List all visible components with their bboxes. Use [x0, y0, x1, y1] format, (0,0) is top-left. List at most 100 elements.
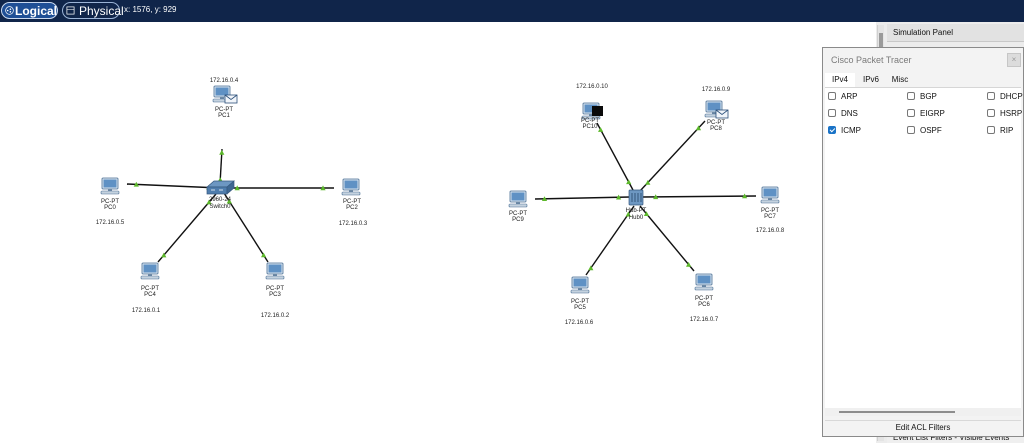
pc10-type-label: PC-PT: [581, 118, 599, 124]
pc8-ip-label: 172.16.0.9: [702, 87, 731, 93]
link-up-indicator: [226, 198, 232, 204]
switch-device[interactable]: 2960-24 Switch0: [206, 180, 235, 210]
hub-device[interactable]: Hub-PT Hub0: [626, 189, 647, 221]
link-up-indicator: [598, 127, 604, 132]
network-links: [126, 120, 757, 276]
link-up-indicator: [261, 252, 267, 258]
pc6-device[interactable]: PC-PT PC6 172.16.0.7: [690, 273, 719, 323]
dhcp-checkbox[interactable]: [987, 92, 995, 100]
scrollbar-thumb[interactable]: [879, 33, 883, 47]
protocol-filter-dialog: Cisco Packet Tracer × IPv4 IPv6 Misc ARP…: [822, 47, 1024, 437]
link-hub-pc9: [534, 196, 631, 200]
envelope-icon: [224, 94, 238, 104]
logical-view-button[interactable]: Logical: [1, 2, 58, 19]
logical-icon: [5, 6, 14, 15]
pc5-device[interactable]: PC-PT PC5 172.16.0.6: [565, 276, 594, 326]
tab-misc[interactable]: Misc: [891, 75, 909, 84]
horizontal-scrollbar-thumb[interactable]: [839, 411, 955, 413]
protocol-list: ARP BGP DHCP DNS EIGRP HSRP ICMP OSPF RI…: [825, 87, 1023, 408]
pc4-device[interactable]: PC-PT PC4 172.16.0.1: [132, 262, 161, 314]
link-up-indicator: [626, 179, 632, 185]
pc0-device[interactable]: PC-PT PC0 172.16.0.5: [96, 177, 125, 226]
switch-icon: [206, 180, 235, 195]
pc1-name-label: PC1: [218, 113, 230, 119]
pc7-name-label: PC7: [764, 214, 776, 220]
physical-view-button[interactable]: Physical: [62, 2, 124, 19]
pc7-device[interactable]: PC-PT PC7 172.16.0.8: [756, 186, 785, 234]
hsrp-checkbox[interactable]: [987, 109, 995, 117]
bgp-label: BGP: [920, 92, 937, 101]
link-hub-pc5: [585, 205, 635, 276]
pc4-name-label: PC4: [144, 292, 156, 298]
pc3-name-label: PC3: [269, 292, 281, 298]
logical-label: Logical: [15, 4, 58, 18]
eigrp-checkbox[interactable]: [907, 109, 915, 117]
pc5-type-label: PC-PT: [571, 299, 589, 305]
pc8-device[interactable]: 172.16.0.9 PC-PT PC8: [702, 87, 731, 132]
link-hub-pc6: [639, 205, 695, 272]
pc7-ip-label: 172.16.0.8: [756, 228, 785, 234]
physical-label: Physical: [79, 4, 124, 18]
pc10-name-label: PC10: [582, 124, 598, 130]
hsrp-label: HSRP: [1000, 109, 1023, 118]
dns-checkbox[interactable]: [828, 109, 836, 117]
edit-acl-filters-button[interactable]: Edit ACL Filters: [825, 420, 1021, 435]
pc10-device[interactable]: 172.16.0.10 PC-PT PC10: [576, 84, 608, 130]
pc5-name-label: PC5: [574, 305, 586, 311]
pc8-type-label: PC-PT: [707, 120, 725, 126]
link-up-indicator: [541, 196, 548, 201]
dialog-title: Cisco Packet Tracer: [823, 48, 1023, 72]
icmp-label: ICMP: [841, 126, 861, 135]
ospf-checkbox[interactable]: [907, 126, 915, 134]
bgp-checkbox[interactable]: [907, 92, 915, 100]
physical-icon: [66, 6, 75, 15]
pc4-icon: [140, 262, 160, 280]
envelope-icon: [715, 109, 729, 119]
link-switch-pc3: [223, 192, 269, 263]
dhcp-label: DHCP: [1000, 92, 1023, 101]
horizontal-scrollbar[interactable]: [825, 408, 1021, 416]
pc2-device[interactable]: PC-PT PC2 172.16.0.3: [339, 178, 368, 227]
event-list-filters-label: Event List Filters - Visible Events: [887, 433, 1024, 443]
pc5-icon: [570, 276, 590, 294]
link-up-indicator: [133, 181, 139, 187]
switch-model-label: 2960-24: [209, 197, 232, 203]
pc0-ip-label: 172.16.0.5: [96, 220, 125, 226]
pc9-device[interactable]: PC-PT PC9: [508, 190, 528, 223]
pc3-device[interactable]: PC-PT PC3 172.16.0.2: [261, 262, 290, 319]
arp-checkbox[interactable]: [828, 92, 836, 100]
close-icon[interactable]: ×: [1007, 53, 1021, 67]
link-up-indicator: [219, 149, 225, 155]
dns-label: DNS: [841, 109, 858, 118]
eigrp-label: EIGRP: [920, 109, 945, 118]
pc9-name-label: PC9: [512, 217, 524, 223]
pc2-type-label: PC-PT: [343, 199, 361, 205]
tab-ipv6[interactable]: IPv6: [862, 75, 879, 84]
pc6-ip-label: 172.16.0.7: [690, 317, 719, 323]
link-up-indicator: [653, 194, 659, 200]
pc3-icon: [265, 262, 285, 280]
pc8-name-label: PC8: [710, 126, 722, 132]
rip-checkbox[interactable]: [987, 126, 995, 134]
pc3-ip-label: 172.16.0.2: [261, 313, 290, 319]
arp-label: ARP: [841, 92, 858, 101]
link-up-indicator: [616, 194, 622, 200]
pc1-device[interactable]: 172.16.0.4 PC-PT PC1: [210, 78, 239, 119]
link-up-indicator: [161, 252, 167, 258]
pc4-type-label: PC-PT: [141, 286, 159, 292]
pc0-icon: [100, 177, 120, 195]
logical-workspace[interactable]: 2960-24 Switch0 Hub-PT Hub0 PC-PT PC0 17…: [0, 22, 876, 443]
switch-name-label: Switch0: [209, 204, 231, 210]
pc6-icon: [694, 273, 714, 291]
link-up-indicator: [206, 199, 212, 205]
simulation-panel-title: Simulation Panel: [887, 24, 1024, 42]
pc0-type-label: PC-PT: [101, 199, 119, 205]
pc7-icon: [760, 186, 780, 204]
hub-icon: [628, 189, 644, 206]
link-up-indicator: [686, 261, 692, 267]
link-up-indicator: [588, 265, 594, 271]
mode-toolbar: Logical Physical x: 1576, y: 929: [0, 0, 1024, 22]
pc9-icon: [508, 190, 528, 208]
pc2-ip-label: 172.16.0.3: [339, 221, 368, 227]
icmp-checkbox[interactable]: [828, 126, 836, 134]
